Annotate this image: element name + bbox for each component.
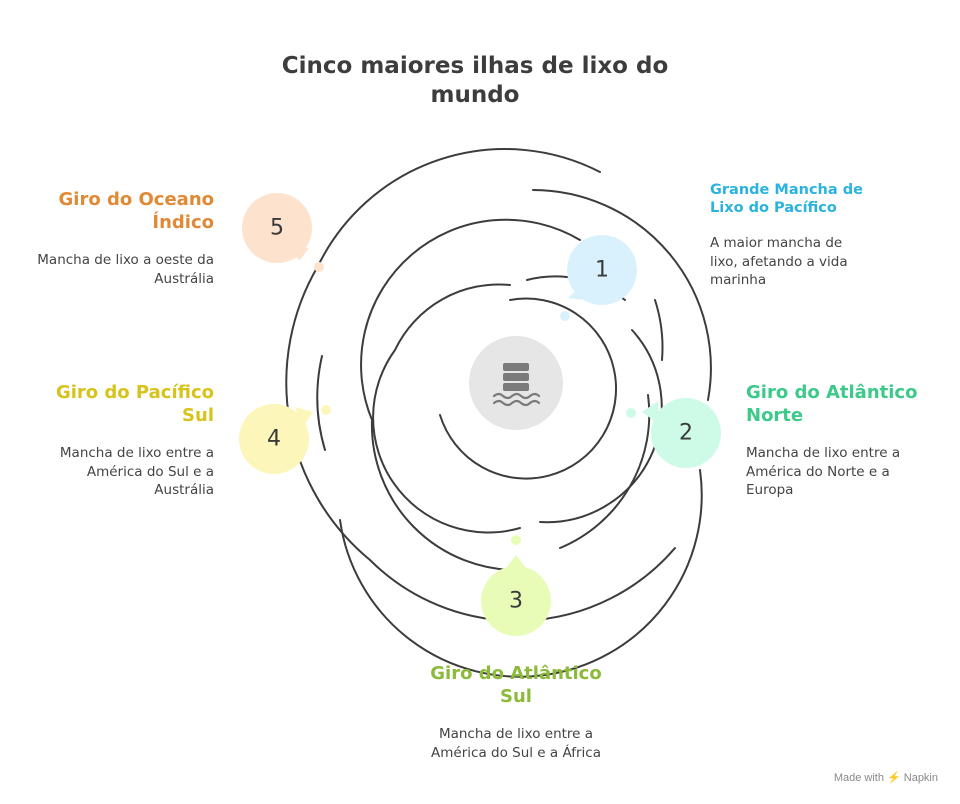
bubble-4-number: 4	[267, 427, 281, 452]
ring-3	[360, 218, 664, 572]
item-1-title: Grande Mancha de Lixo do Pacífico	[710, 182, 863, 216]
ring-1	[439, 297, 618, 480]
waste-barrel-water-icon	[503, 363, 529, 391]
bubble-3-number: 3	[509, 589, 523, 614]
ring-4	[316, 189, 712, 678]
item-1-description: A maior mancha de lixo, afetando a vida …	[710, 235, 848, 288]
item-5: Giro do Oceano Índico Mancha de lixo a o…	[24, 188, 214, 288]
item-3-title: Giro do Atlântico Sul	[430, 663, 602, 707]
footer-credit: Made with ⚡ Napkin	[833, 772, 938, 784]
bubble-1: 1	[560, 235, 637, 321]
bubble-5-number: 5	[270, 216, 284, 241]
bubble-3: 3	[481, 535, 551, 636]
bubble-2: 2	[626, 398, 721, 468]
item-4-title: Giro do Pacífico Sul	[55, 382, 214, 426]
bubble-2-number: 2	[679, 421, 693, 446]
item-5-description: Mancha de lixo a oeste da Austrália	[37, 252, 214, 287]
item-1: Grande Mancha de Lixo do Pacífico A maio…	[710, 181, 880, 290]
item-2-title: Giro do Atlântico Norte	[746, 382, 918, 426]
bubble-4: 4	[239, 404, 331, 474]
item-5-title: Giro do Oceano Índico	[58, 189, 214, 233]
item-4-description: Mancha de lixo entre a América do Sul e …	[59, 445, 214, 498]
bubble-5: 5	[242, 193, 324, 272]
item-3: Giro do Atlântico Sul Mancha de lixo ent…	[410, 662, 622, 762]
item-3-description: Mancha de lixo entre a América do Sul e …	[431, 726, 601, 761]
page-title: Cinco maiores ilhas de lixo do mundo	[281, 53, 669, 108]
bubble-1-number: 1	[595, 258, 609, 283]
item-2-description: Mancha de lixo entre a América do Norte …	[746, 445, 901, 498]
item-4: Giro do Pacífico Sul Mancha de lixo entr…	[24, 381, 214, 500]
item-2: Giro do Atlântico Norte Mancha de lixo e…	[746, 381, 936, 500]
